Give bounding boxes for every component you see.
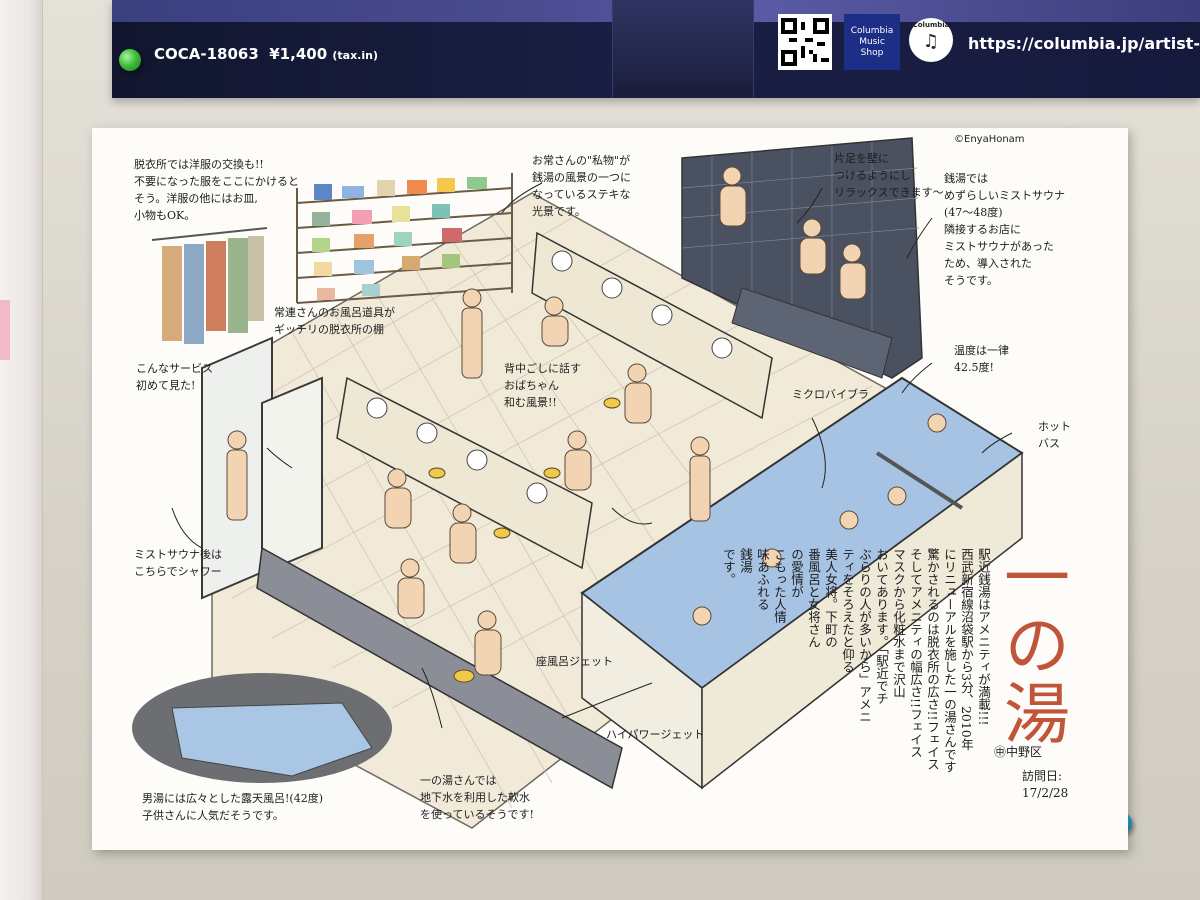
note-soft-water: 一の湯さんでは 地下水を利用した軟水 を使っているそうです! xyxy=(420,774,534,821)
note-dressing-room-swap: 脱衣所では洋服の交換も!! 不要になった服をここにかけると そう。洋服の他にはお… xyxy=(134,158,299,222)
annotation-arrows xyxy=(171,182,1013,729)
green-pushpin-icon xyxy=(119,49,141,71)
note-bath-temperature: 温度は一律 42.5度! xyxy=(954,344,1009,374)
adjacent-poster-edge xyxy=(0,0,43,900)
bathers xyxy=(226,166,947,676)
tax-note: (tax.in) xyxy=(332,49,378,62)
washing-station-row-2 xyxy=(336,376,593,570)
pink-accent xyxy=(0,300,10,360)
cd-poster: COCA-18063 ¥1,400 (tax.in) Columbia Musi… xyxy=(112,0,1200,98)
note-sauna-relax: 片足を壁に つけるようにし リラックスできます〜 xyxy=(834,152,944,199)
price: ¥1,400 xyxy=(269,45,328,63)
columbia-music-shop-logo: Columbia Music Shop xyxy=(844,14,900,70)
illustration-sheet: ©EnyaHonam 脱衣所では洋服の交換も!! 不要になった服をここにかけると… xyxy=(92,128,1128,850)
poster-figure-silhouette xyxy=(612,0,754,98)
label-seat-jet: 座風呂ジェット xyxy=(536,655,613,668)
note-service-first-time: こんなサービス 初めて見た! xyxy=(136,362,213,392)
bath-item-baskets xyxy=(312,177,487,300)
shower-ledge xyxy=(256,546,623,790)
hanging-clothes xyxy=(162,236,264,344)
hot-bath-divider xyxy=(875,451,964,510)
catalog-number: COCA-18063 xyxy=(154,45,259,63)
yellow-basins xyxy=(428,397,621,683)
bathhouse-illustration xyxy=(132,137,1024,829)
note-mist-shower: ミストサウナ後は こちらでシャワー xyxy=(134,548,222,578)
catalog-info: COCA-18063 ¥1,400 (tax.in) xyxy=(154,45,378,63)
bath-side-wall xyxy=(701,451,1023,790)
bathhouse-title: 一の湯 xyxy=(993,543,1070,747)
wall-mirrors xyxy=(366,250,733,504)
label-hot-bath: ホット バス xyxy=(1038,420,1071,450)
sauna-tile-grid xyxy=(681,142,920,368)
poster-url: https://columbia.jp/artist-info/ta xyxy=(968,34,1200,53)
washing-station-row-1 xyxy=(531,231,773,420)
main-description: 駅近銭湯はアメニティが満載!!! 西武新宿線沼袋駅から3分、2010年 にリニュ… xyxy=(721,548,991,773)
artist-credit: ©EnyaHonam xyxy=(954,134,1025,145)
ward-label: ㊥中野区 xyxy=(994,745,1043,759)
note-back-washing: 背中ごしに話す おばちゃん 和む風景!! xyxy=(504,362,581,409)
note-mist-sauna: 銭湯では めずらしいミストサウナ (47〜48度) 隣接するお店に ミストサウナ… xyxy=(944,172,1065,287)
qr-code-icon xyxy=(778,14,832,70)
label-high-power-jet: ハイパワージェット xyxy=(606,728,705,741)
visit-date: 訪問日: 17/2/28 xyxy=(1022,769,1069,800)
note-regular-bath-items: 常連さんのお風呂道具が ギッチリの脱衣所の棚 xyxy=(274,306,395,336)
label-micro-bubble: ミクロバイブラ xyxy=(792,388,869,401)
shower-partition xyxy=(261,376,323,575)
note-outdoor-bath: 男湯には広々とした露天風呂!(42度) 子供さんに人気だそうです。 xyxy=(142,792,323,822)
note-regulars-painting: お常さんの"私物"が 銭湯の風景の一つに なっているステキな 光景です。 xyxy=(532,154,631,218)
sauna-bench xyxy=(731,287,893,379)
music-note-icon: Columbia ♫ xyxy=(909,18,953,62)
qr-pattern xyxy=(781,18,829,66)
outdoor-bath-water xyxy=(171,702,373,777)
clothes-rack xyxy=(151,227,268,241)
